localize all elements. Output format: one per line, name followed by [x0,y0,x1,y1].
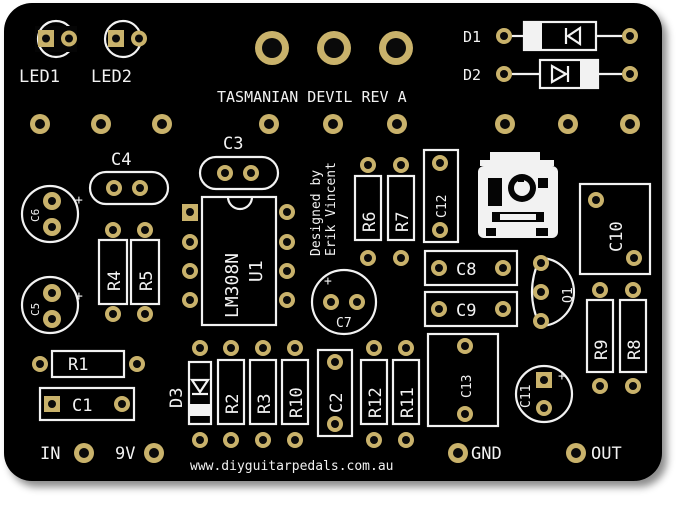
c5-label: C5 [29,303,42,316]
c10-label: C10 [607,221,627,252]
c8-label: C8 [456,260,476,280]
q1-label: Q1 [561,287,576,303]
website-label: www.diyguitarpedals.com.au [190,459,394,474]
c9-label: C9 [456,301,476,321]
pot-pads [255,31,413,65]
d3-label: D3 [167,388,187,408]
connector-in: IN [40,443,94,464]
d2-label: D2 [463,66,481,84]
designer-line2: Erik Vincent [324,162,339,256]
c5-plus: + [75,289,83,304]
tasmanian-devil-logo [478,152,558,238]
r10-label: R10 [287,387,307,418]
c12-footprint: C12 [422,148,460,244]
gnd-label: GND [471,444,502,464]
c13-footprint: C13 [426,332,500,428]
designer-line1: Designed by [309,170,324,256]
c11-label: C11 [519,385,534,408]
connector-out: OUT [566,443,622,464]
d1-label: D1 [463,28,481,46]
c12-label: C12 [435,195,450,218]
c7-footprint: + C7 [310,268,378,336]
c13-label: C13 [460,375,475,398]
r7-label: R7 [393,212,413,232]
r7-footprint: R7 [386,157,416,266]
r2-footprint: R2 [216,340,246,448]
q1-footprint: Q1 [530,255,576,329]
u1-ref-label: U1 [246,260,267,282]
r4-label: R4 [105,271,125,291]
c9-footprint: C9 [423,290,519,328]
c6-footprint: + C6 [20,184,83,244]
c1-label: C1 [72,396,92,416]
c2-footprint: C2 [316,348,354,438]
9v-label: 9V [115,444,135,464]
led2-label: LED2 [91,67,132,87]
r5-label: R5 [137,271,157,291]
c1-footprint: C1 [38,386,136,422]
c4-label: C4 [111,150,131,170]
r9-footprint: R9 [585,282,615,394]
d1-footprint: D1 [463,20,638,52]
d3-footprint: D3 [167,340,213,448]
c11-plus: + [558,369,566,384]
r6-footprint: R6 [353,157,383,266]
c7-label: C7 [336,316,352,331]
r9-label: R9 [592,340,612,360]
r11-footprint: R11 [391,340,421,448]
u1-part-label: LM308N [222,253,243,318]
r10-footprint: R10 [280,340,310,448]
r3-label: R3 [255,394,275,414]
r12-footprint: R12 [359,340,389,448]
r5-footprint: R5 [129,222,161,322]
led2-footprint: LED2 [91,19,147,87]
connector-gnd: GND [448,443,502,464]
connector-9v: 9V [115,443,164,464]
r8-footprint: R8 [618,282,648,394]
footswitch-pads [30,114,640,134]
board-title: TASMANIAN DEVIL REV A [217,88,407,106]
r1-label: R1 [68,355,88,375]
c3-footprint: C3 [198,134,280,191]
c2-label: C2 [327,393,347,413]
led1-footprint: LED1 [19,19,77,87]
c10-footprint: C10 [578,182,652,276]
c4-footprint: C4 [88,150,170,206]
r3-footprint: R3 [248,340,278,448]
u1-ic-footprint: LM308N U1 [182,195,295,327]
r6-label: R6 [360,212,380,232]
r8-label: R8 [625,340,645,360]
c8-footprint: C8 [423,249,519,287]
out-label: OUT [591,444,622,464]
r12-label: R12 [366,387,386,418]
r4-footprint: R4 [97,222,129,322]
led1-label: LED1 [19,67,60,87]
c11-footprint: + C11 [514,364,574,424]
r2-label: R2 [223,394,243,414]
r1-footprint: R1 [32,349,145,379]
c6-plus: + [75,193,83,208]
in-label: IN [40,444,60,464]
c7-plus: + [324,274,332,289]
c6-label: C6 [29,209,42,222]
d2-footprint: D2 [463,58,638,90]
r11-label: R11 [398,387,418,418]
c5-footprint: + C5 [20,275,83,335]
c3-label: C3 [223,134,243,154]
